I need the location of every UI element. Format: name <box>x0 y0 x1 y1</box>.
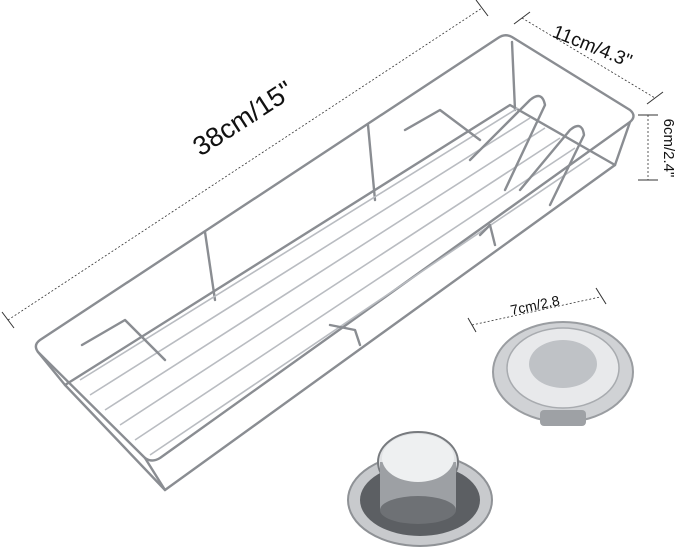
height-dimension-line <box>638 114 658 181</box>
height-label: 6cm/2.4" <box>660 119 677 178</box>
cup-dimension-line <box>467 287 607 333</box>
cup-diameter-label: 7cm/2.8 <box>509 292 561 318</box>
width-label: 11cm/4.3" <box>549 22 634 73</box>
length-dimension-line <box>1 0 489 329</box>
suction-cup-flat <box>492 321 634 426</box>
suction-cup-knob <box>347 431 493 547</box>
length-label: 38cm/15" <box>187 75 298 162</box>
width-dimension-line <box>513 11 664 105</box>
wire-basket <box>34 34 635 492</box>
